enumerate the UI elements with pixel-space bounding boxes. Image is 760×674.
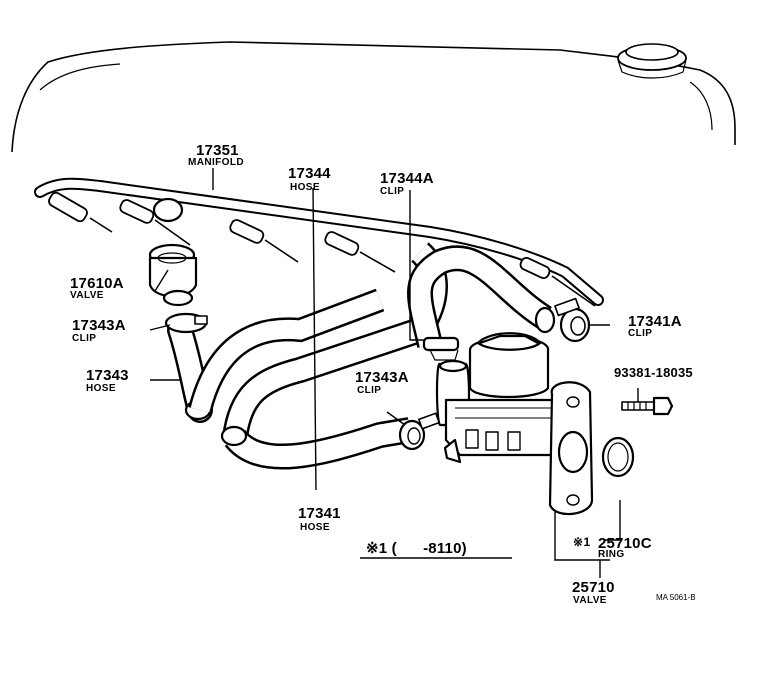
- clip-17343a-lower: [398, 412, 440, 451]
- part-labels: 17351 MANIFOLD 17344 HOSE 17344A CLIP 17…: [70, 142, 696, 606]
- label-93381-number: 93381-18035: [614, 365, 693, 380]
- label-17610a-number: 17610A: [70, 275, 124, 292]
- label-17344a-name: CLIP: [380, 186, 404, 197]
- label-25710-number: 25710: [572, 579, 615, 596]
- footnote-text: ※1 ( -8110): [366, 540, 467, 557]
- hose-17344: [407, 245, 556, 348]
- label-17343-name: HOSE: [86, 383, 116, 394]
- label-25710c-prefix: ※1: [573, 535, 591, 549]
- clip-17344a: [422, 336, 460, 361]
- label-17341a-name: CLIP: [628, 328, 652, 339]
- label-17351-number: 17351: [196, 142, 239, 159]
- label-25710-name: VALVE: [573, 595, 607, 606]
- hose-17343: [167, 288, 385, 423]
- valve-25710: [435, 332, 594, 516]
- clip-17343a-upper: [164, 312, 208, 334]
- label-17341a-number: 17341A: [628, 313, 682, 330]
- pcv-valve: [148, 243, 198, 307]
- label-17344-name: HOSE: [290, 182, 320, 193]
- label-17341-number: 17341: [298, 505, 341, 522]
- label-17343-number: 17343: [86, 367, 129, 384]
- label-17610a-name: VALVE: [70, 290, 104, 301]
- o-ring-25710c: [601, 436, 635, 478]
- label-17344a-number: 17344A: [380, 170, 434, 187]
- leader-lines: [149, 168, 639, 578]
- label-25710c-number: 25710C: [598, 535, 652, 552]
- label-17343a-upper-number: 17343A: [72, 317, 126, 334]
- label-17351-name: MANIFOLD: [188, 157, 244, 168]
- label-17343a-lower-name: CLIP: [357, 385, 381, 396]
- filler-cap: [617, 43, 687, 79]
- clip-17341a: [554, 297, 591, 343]
- bolt-93381: [621, 396, 674, 416]
- label-17341-name: HOSE: [300, 522, 330, 533]
- label-17343a-upper-name: CLIP: [72, 333, 96, 344]
- engine-cover-outline: [11, 41, 736, 153]
- label-25710c-name: RING: [598, 549, 625, 560]
- label-17344-number: 17344: [288, 165, 331, 182]
- figure-code: MA 5061-B: [656, 593, 696, 602]
- label-17343a-lower-number: 17343A: [355, 369, 409, 386]
